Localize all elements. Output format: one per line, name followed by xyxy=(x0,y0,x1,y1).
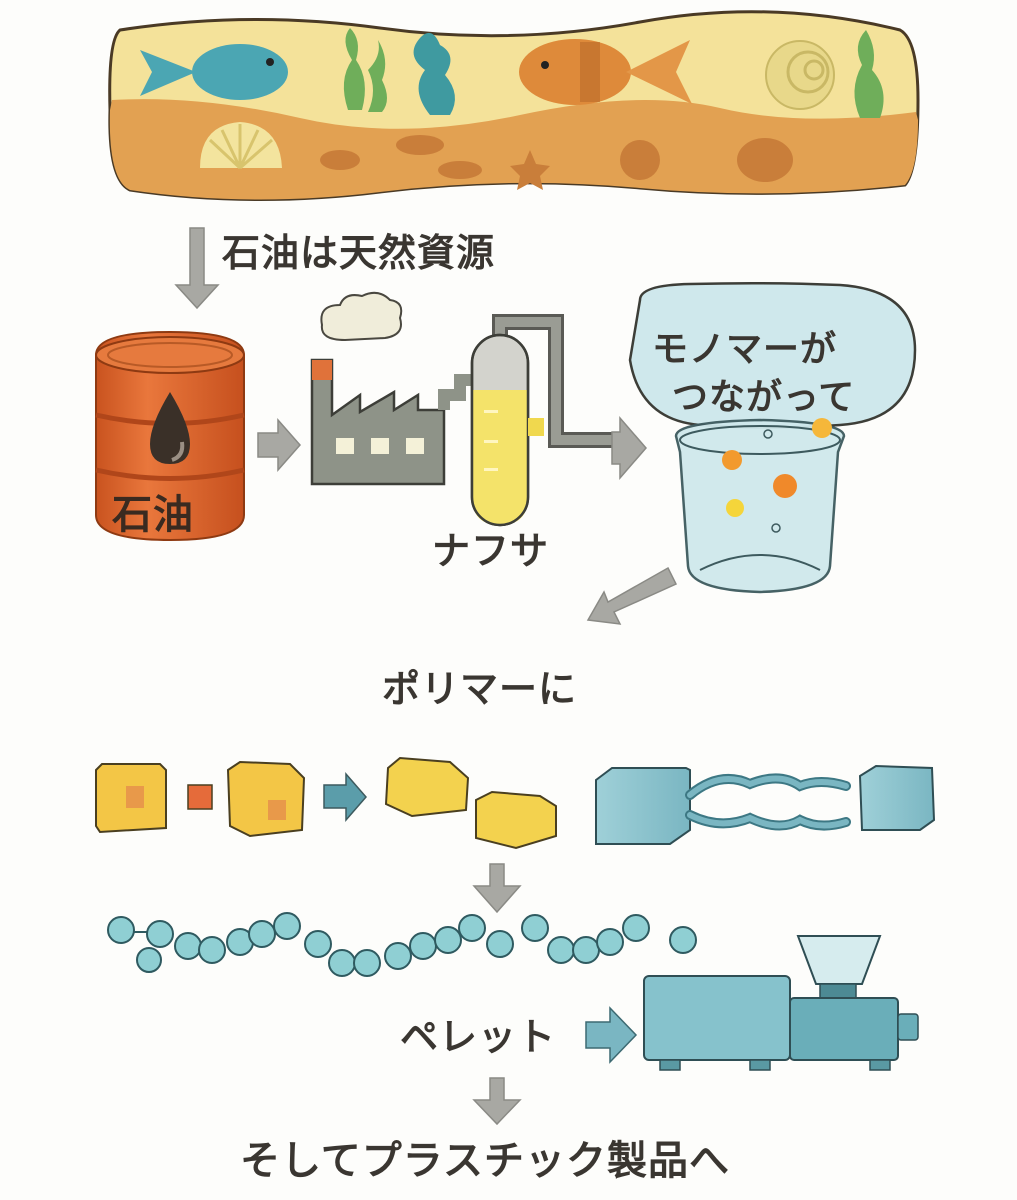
arrow-right-icon xyxy=(585,1006,638,1064)
monomer-label-line1: モノマーが xyxy=(652,329,838,370)
fossil-layer-icon xyxy=(108,10,920,201)
arrow-down-icon xyxy=(472,1077,522,1126)
arrow-down-left-icon xyxy=(586,566,678,625)
ammonite-icon xyxy=(765,40,835,110)
distillation-tower-icon xyxy=(470,314,620,527)
arrow-down-icon xyxy=(472,863,522,914)
polymer-blocks-icon xyxy=(595,764,936,845)
factory-icon xyxy=(310,291,478,486)
arrow-down-icon xyxy=(174,227,220,310)
pellet-label: ペレット xyxy=(400,1015,557,1059)
scallop-shell-icon xyxy=(200,122,282,170)
naphtha-label: ナフサ xyxy=(432,529,550,573)
arrow-right-icon xyxy=(611,415,647,481)
oil-label: 石油 xyxy=(112,492,194,538)
natural-resource-label: 石油は天然資源 xyxy=(222,231,496,275)
plastic-products-label: そしてプラスチック製品へ xyxy=(240,1138,730,1184)
extruder-machine-icon xyxy=(643,935,919,1071)
monomer-label-line2: つながって xyxy=(672,377,856,418)
polymer-label: ポリマーに xyxy=(382,667,578,711)
arrow-right-icon xyxy=(257,418,301,472)
monomer-blocks-icon xyxy=(95,756,557,850)
blue-fish-icon xyxy=(140,44,288,100)
polymer-chain-icon xyxy=(107,912,697,977)
oil-drum-icon xyxy=(95,330,245,542)
beaker-icon xyxy=(674,418,846,594)
orange-fish-icon xyxy=(519,39,692,105)
